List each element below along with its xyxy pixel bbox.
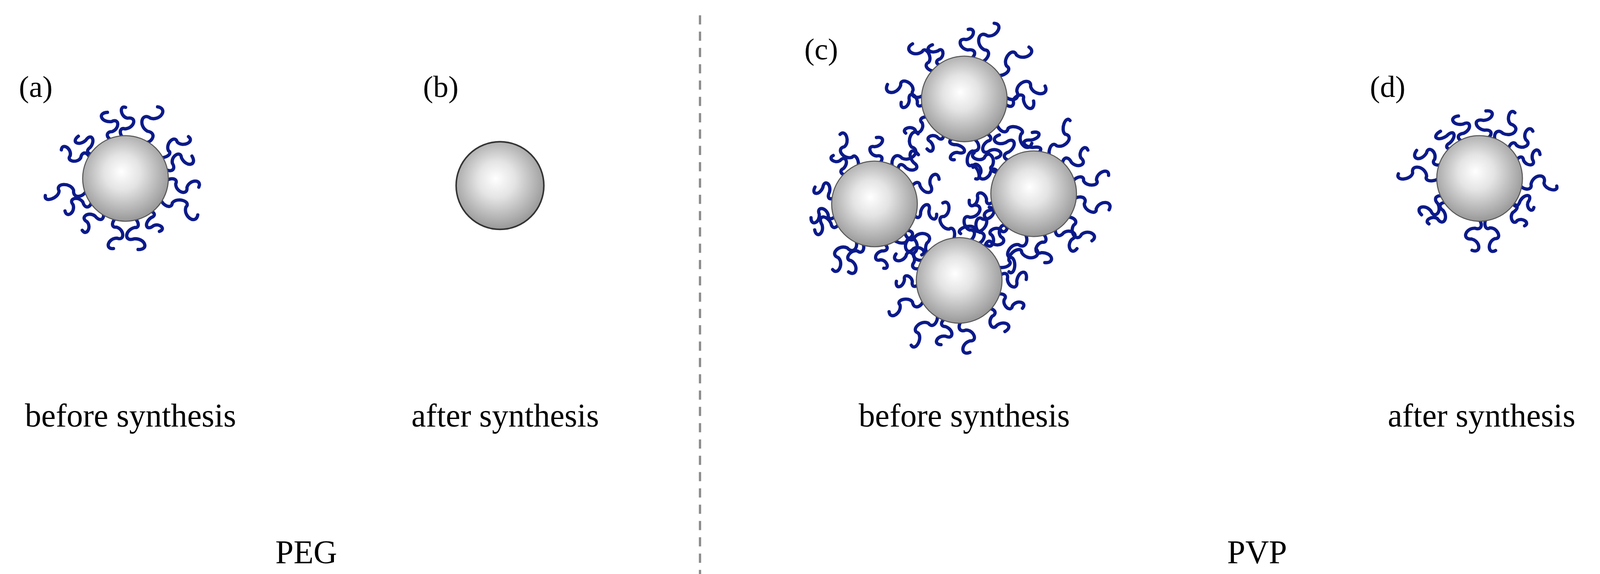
polymer-chain (1063, 217, 1095, 241)
polymer-chain (960, 29, 976, 60)
polymer-chain (140, 106, 163, 144)
polymer-chain (1465, 216, 1482, 251)
polymer-chain (993, 46, 1032, 76)
panel-letter: (d) (1369, 70, 1406, 104)
polymer-chain (160, 195, 198, 220)
divider-line (698, 15, 701, 574)
particle (82, 135, 169, 222)
polymer-chain (973, 207, 995, 245)
panel-letter: (b) (422, 70, 459, 104)
polymer-chain (958, 318, 975, 354)
polymer-chain (886, 80, 927, 98)
polymer-chain (120, 107, 134, 140)
polymer-chain (994, 248, 1039, 268)
polymer-chain (840, 133, 859, 170)
polymer-chain (1071, 171, 1109, 186)
polymer-chain (1002, 81, 1046, 100)
polymer-chain (1397, 167, 1441, 182)
polymer-chain (45, 184, 88, 200)
stage-label: before synthesis (25, 398, 237, 435)
polymer-chain (889, 295, 925, 317)
polymer-chain (940, 202, 955, 244)
polymer-chain (1007, 230, 1027, 274)
polymer-chain (126, 216, 145, 250)
particle (990, 151, 1077, 237)
particle (921, 56, 1008, 143)
particle (455, 141, 544, 230)
particle (831, 161, 918, 248)
stage-label: after synthesis (1387, 398, 1576, 435)
panel-letter: (a) (18, 70, 53, 104)
polymer-chain (1484, 216, 1499, 252)
polymer-chain (1518, 176, 1558, 190)
polymer-chain (164, 178, 200, 193)
particles (82, 56, 1523, 324)
group-label: PEG (275, 535, 338, 571)
polymer-chains (45, 23, 1558, 354)
particle (1436, 135, 1523, 222)
polymer-chain (1049, 119, 1071, 160)
panel-letter: (c) (804, 32, 838, 67)
particle (916, 237, 1003, 324)
polymer-chain (1071, 197, 1111, 213)
group-label: PVP (1227, 535, 1288, 571)
stage-label: after synthesis (411, 398, 600, 435)
stage-label: before synthesis (858, 398, 1070, 435)
polymer-chain (108, 216, 123, 249)
polymer-chain (908, 43, 939, 72)
polymer-chain (911, 311, 938, 348)
polymer-chain (977, 23, 1000, 63)
